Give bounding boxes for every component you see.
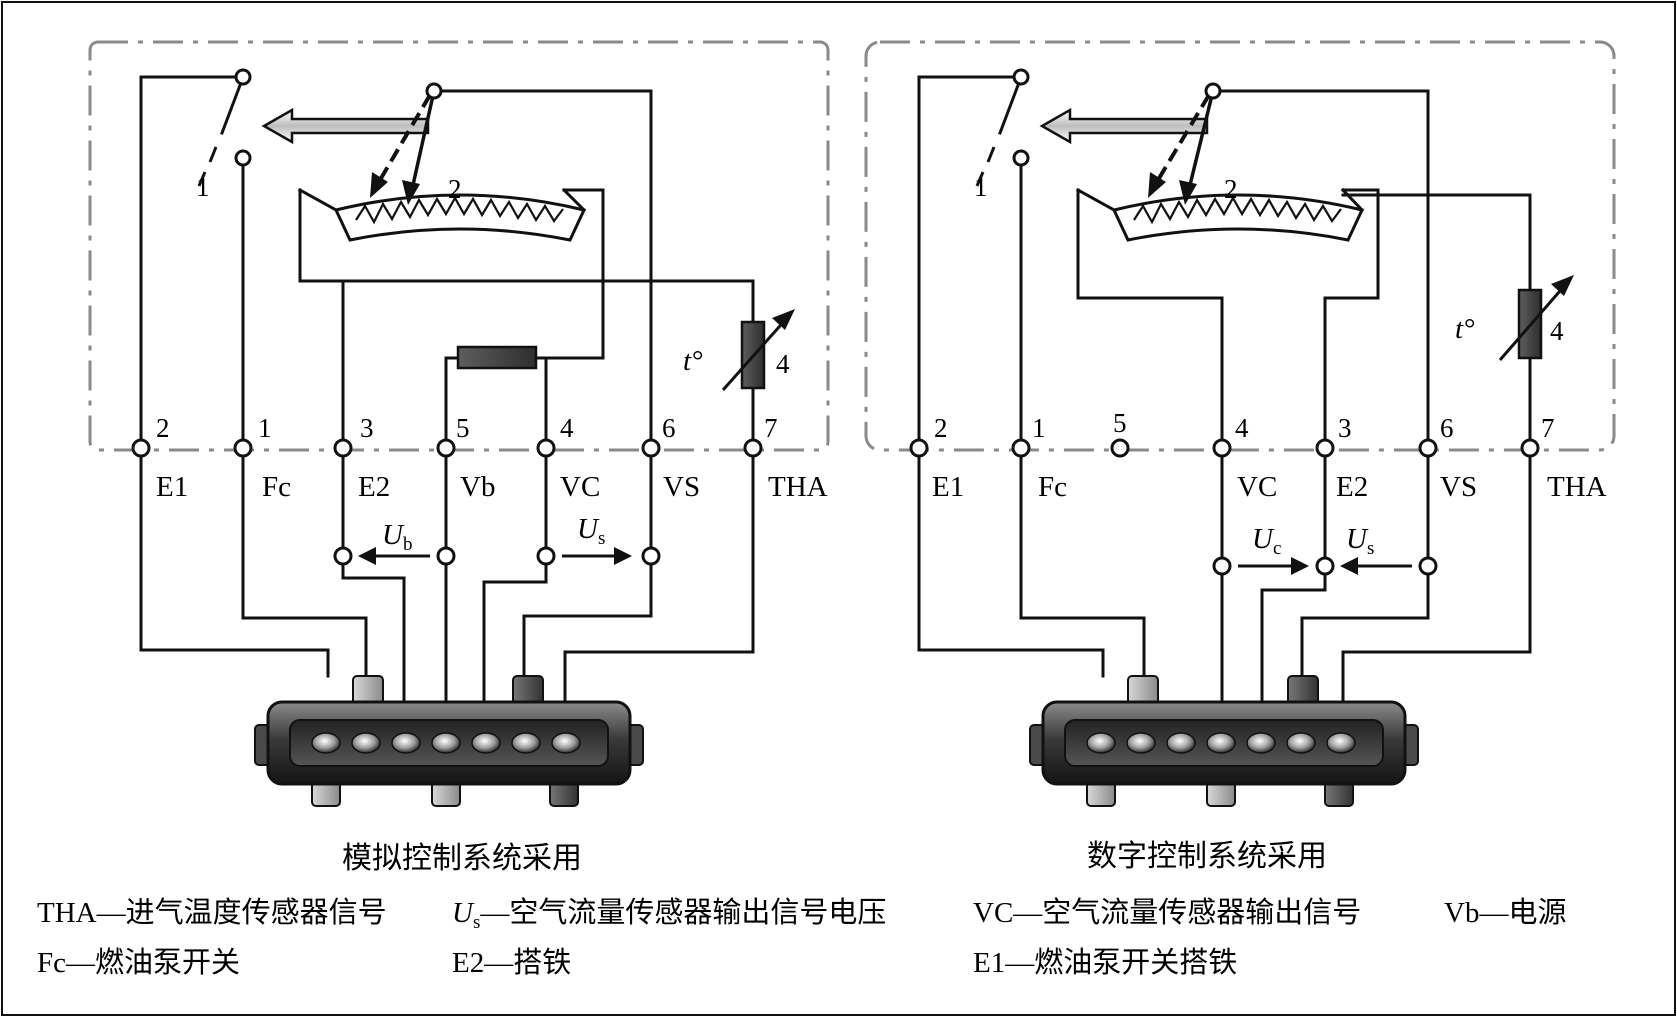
left-voltage-measurements: Ub Us xyxy=(333,513,661,566)
terminal-number: 2 xyxy=(156,413,170,443)
left-harness-connector xyxy=(254,675,644,807)
legend-us: Us—空气流量传感器输出信号电压 xyxy=(452,896,886,933)
terminal-number: 1 xyxy=(1032,413,1046,443)
thermistor-label: 4 xyxy=(1550,316,1564,346)
terminal-name: E2 xyxy=(1336,471,1368,503)
potentiometer: 2 xyxy=(1075,82,1365,242)
right-wiring xyxy=(917,75,1532,705)
terminal-number: 5 xyxy=(456,413,470,443)
terminal-name: E2 xyxy=(358,471,390,503)
fuel-pump-switch: 1 xyxy=(974,68,1030,202)
terminal-number: 7 xyxy=(764,413,778,443)
terminal-number: 3 xyxy=(360,413,374,443)
switch-label: 1 xyxy=(196,172,210,202)
terminal-number: 4 xyxy=(1235,413,1249,443)
legend-vc: VC—空气流量传感器输出信号 xyxy=(973,896,1361,929)
temperature-symbol: t° xyxy=(683,345,703,377)
terminal-name: E1 xyxy=(932,471,964,503)
legend: THA—进气温度传感器信号 Us—空气流量传感器输出信号电压 VC—空气流量传感… xyxy=(37,896,1566,979)
terminal-name: Vb xyxy=(460,471,495,503)
terminal-name: VS xyxy=(663,471,700,503)
fuel-pump-switch: 1 xyxy=(196,68,252,202)
temperature-symbol: t° xyxy=(1455,313,1475,345)
terminal-number: 6 xyxy=(1440,413,1454,443)
legend-tha: THA—进气温度传感器信号 xyxy=(37,896,387,929)
terminal-name: VC xyxy=(560,471,600,503)
terminal-name: E1 xyxy=(156,471,188,503)
intake-temperature-thermistor: t° 4 xyxy=(1455,275,1574,361)
voltage-ub: Ub xyxy=(382,519,412,555)
terminal-number: 6 xyxy=(662,413,676,443)
terminal-number: 5 xyxy=(1113,408,1127,438)
right-terminals: 2 1 5 4 3 6 7 E1 Fc VC E2 VS THA xyxy=(909,408,1607,503)
voltage-uc: Uc xyxy=(1252,523,1281,559)
left-wiring xyxy=(139,75,755,705)
terminal-name: Fc xyxy=(262,471,291,503)
terminal-number: 4 xyxy=(560,413,574,443)
fixed-resistor xyxy=(456,345,538,370)
legend-vb: Vb—电源 xyxy=(1444,896,1566,929)
terminal-name: THA xyxy=(1547,471,1607,503)
potentiometer-label: 2 xyxy=(1224,174,1238,204)
sensor-housing-boundary xyxy=(88,40,830,452)
terminal-number: 3 xyxy=(1338,413,1352,443)
left-panel-analog: 1 2 t° 4 xyxy=(88,40,830,875)
terminal-number: 1 xyxy=(258,413,272,443)
legend-e2: E2—搭铁 xyxy=(452,946,571,979)
terminal-name: VC xyxy=(1237,471,1277,503)
voltage-us: Us xyxy=(1346,523,1374,559)
right-harness-connector xyxy=(1029,675,1419,807)
terminal-number: 7 xyxy=(1541,413,1555,443)
legend-fc: Fc—燃油泵开关 xyxy=(37,946,240,979)
terminal-name: THA xyxy=(768,471,828,503)
potentiometer-label: 2 xyxy=(448,174,462,204)
right-caption: 数字控制系统采用 xyxy=(1087,840,1327,873)
terminal-name: Fc xyxy=(1038,471,1067,503)
sensor-housing-boundary xyxy=(864,40,1616,452)
left-caption: 模拟控制系统采用 xyxy=(342,842,582,875)
terminal-name: VS xyxy=(1440,471,1477,503)
legend-e1: E1—燃油泵开关搭铁 xyxy=(973,946,1237,979)
right-voltage-measurements: Uc Us xyxy=(1212,523,1438,576)
right-panel-digital: 1 2 t° 4 2 xyxy=(864,40,1616,873)
intake-temperature-thermistor: t° 4 xyxy=(683,309,795,391)
potentiometer: 2 xyxy=(297,82,587,242)
terminal-number: 2 xyxy=(934,413,948,443)
left-terminals: 2 1 3 5 4 6 7 E1 Fc E2 Vb VC VS THA xyxy=(131,413,828,503)
switch-label: 1 xyxy=(974,172,988,202)
thermistor-label: 4 xyxy=(776,349,790,379)
voltage-us: Us xyxy=(577,513,605,549)
